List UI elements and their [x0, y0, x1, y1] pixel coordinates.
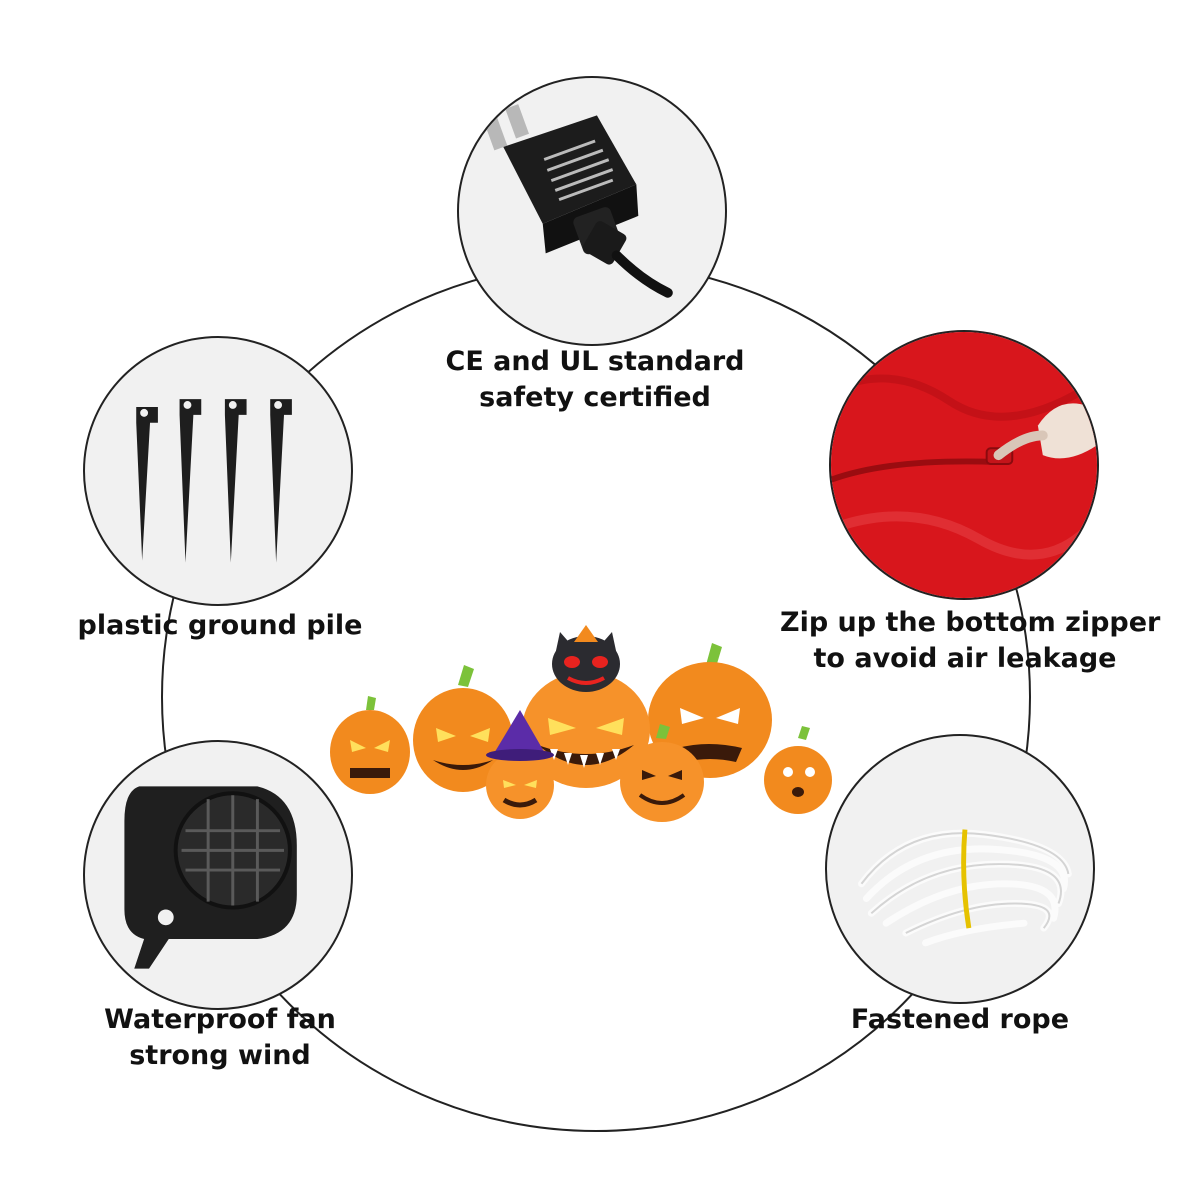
- zipper-label: Zip up the bottom zipper to avoid air le…: [780, 605, 1161, 677]
- pumpkin-front-center: [620, 724, 704, 822]
- fan-label-line2: strong wind: [129, 1040, 311, 1071]
- adapter-label-line1: CE and UL standard: [445, 346, 745, 377]
- stakes-label: plastic ground pile: [70, 608, 370, 644]
- zipper-label-line2: to avoid air leakage: [813, 643, 1117, 674]
- pumpkin-center-large: [522, 672, 650, 788]
- fan-circle: [83, 740, 353, 1010]
- stakes-circle: [83, 336, 353, 606]
- power-adapter-icon: [483, 104, 673, 298]
- adapter-label-line2: safety certified: [479, 382, 711, 413]
- adapter-circle: [457, 76, 727, 346]
- pumpkin-left-large: [413, 665, 513, 792]
- rope-label: Fastened rope: [810, 1002, 1110, 1038]
- cat-head: [552, 625, 620, 692]
- pumpkin-far-right: [764, 726, 832, 814]
- fan-label-line1: Waterproof fan: [104, 1004, 336, 1035]
- zipper-circle: [829, 330, 1099, 600]
- pumpkin-inflatable-illustration: [330, 625, 832, 822]
- adapter-label: CE and UL standard safety certified: [445, 344, 745, 416]
- zipper-icon: [831, 332, 1097, 598]
- rope-label-line1: Fastened rope: [850, 1004, 1070, 1035]
- pumpkin-far-left: [330, 696, 410, 794]
- rope-circle: [825, 734, 1095, 1004]
- fan-label: Waterproof fan strong wind: [70, 1002, 370, 1074]
- zipper-label-line1: Zip up the bottom zipper: [780, 607, 1161, 638]
- pumpkin-witch-hat: [486, 710, 554, 819]
- rope-coil-icon: [858, 829, 1072, 947]
- blower-fan-icon: [124, 786, 297, 969]
- ground-stakes-icon: [136, 399, 292, 563]
- stakes-label-line1: plastic ground pile: [77, 610, 363, 641]
